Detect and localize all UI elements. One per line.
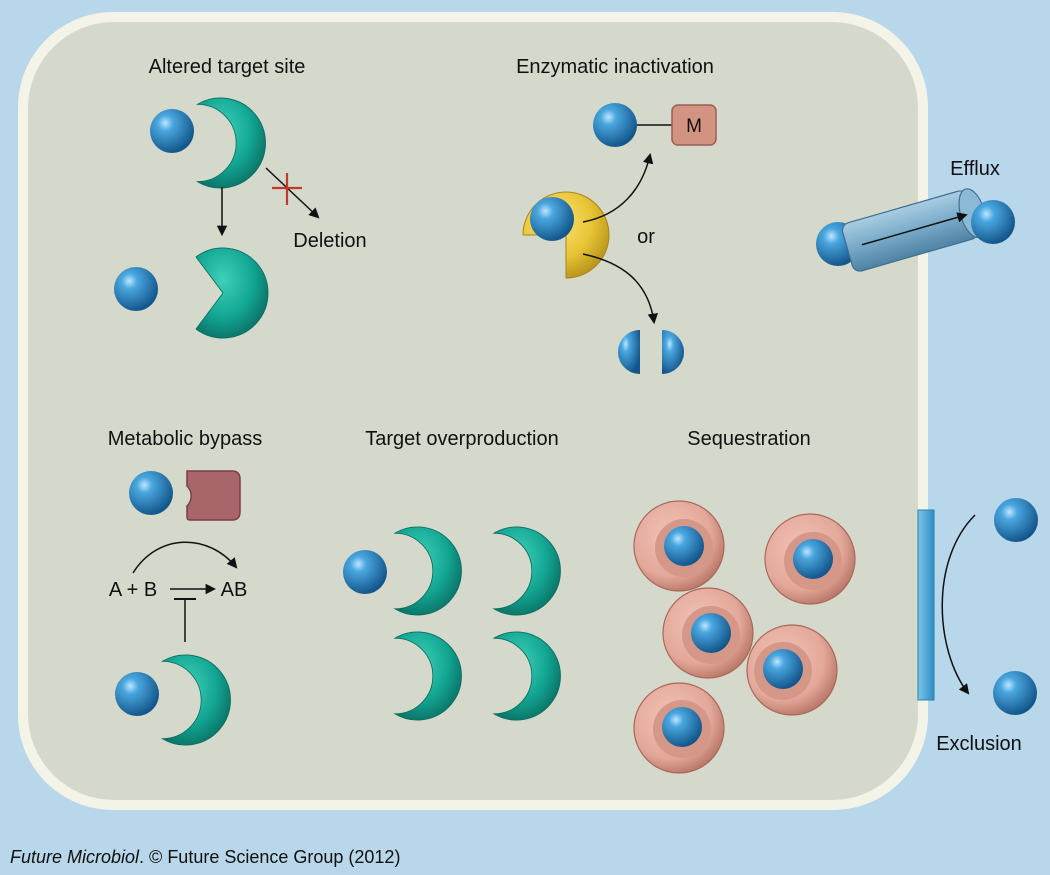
permeability-barrier <box>917 509 935 701</box>
metabolic-bypass-panel: Metabolic bypass A + B AB <box>108 428 263 746</box>
target-overproduction-label: Target overproduction <box>365 428 558 450</box>
blocked-x <box>272 173 302 205</box>
sequestration-complex-5 <box>633 682 725 774</box>
or-label: or <box>637 226 655 248</box>
antibiotic-fragment-left <box>618 330 640 374</box>
target-overproduction-panel: Target overproduction <box>343 428 561 721</box>
antibiotic-bound <box>150 109 194 153</box>
reaction-right: AB <box>221 579 248 601</box>
antibiotic-expelled <box>971 200 1015 244</box>
antibiotic-fragment-right <box>662 330 684 374</box>
exclusion-arrow <box>941 514 976 695</box>
deletion-label: Deletion <box>293 230 366 252</box>
sequestration-label: Sequestration <box>687 428 810 450</box>
modification-arrow <box>582 152 654 223</box>
antibiotic-excluded <box>993 671 1037 715</box>
altered-target-site-panel: Altered target site Deletion <box>114 56 367 339</box>
antibiotic-modified <box>593 103 637 147</box>
reaction-left: A + B <box>109 579 157 601</box>
antibiotic-substrate <box>530 197 574 241</box>
exclusion-panel: Exclusion <box>917 498 1038 755</box>
figure-credit: Future Microbiol. © Future Science Group… <box>10 847 400 868</box>
modification-group <box>671 104 717 146</box>
sequestration-complex-3 <box>662 587 754 679</box>
antibiotic-overproduction <box>343 550 387 594</box>
modification-letter: M <box>686 116 702 137</box>
sequestration-complex-1 <box>633 500 725 592</box>
bypass-target <box>186 470 241 521</box>
journal-name: Future Microbiol <box>10 847 140 867</box>
deletion-arrow <box>265 167 320 219</box>
antibiotic-free <box>114 267 158 311</box>
sequestration-complex-2 <box>764 513 856 605</box>
degradation-arrow <box>582 253 659 325</box>
efflux-label: Efflux <box>950 158 1000 180</box>
altered-target-site-label: Altered target site <box>149 56 306 78</box>
antibiotic-inhibitor <box>115 672 159 716</box>
antibiotic-bypass <box>129 471 173 515</box>
enzymatic-inactivation-label: Enzymatic inactivation <box>516 56 714 78</box>
metabolic-bypass-label: Metabolic bypass <box>108 428 263 450</box>
credit-text: . © Future Science Group (2012) <box>139 847 401 867</box>
enzymatic-inactivation-panel: Enzymatic inactivation M or <box>516 56 717 374</box>
sequestration-complex-4 <box>746 624 838 716</box>
efflux-panel: Efflux <box>816 158 1015 272</box>
bypass-arc-arrow <box>132 541 238 574</box>
exclusion-label: Exclusion <box>936 733 1022 755</box>
antibiotic-outside <box>994 498 1038 542</box>
sequestration-panel: Sequestration <box>633 428 856 774</box>
